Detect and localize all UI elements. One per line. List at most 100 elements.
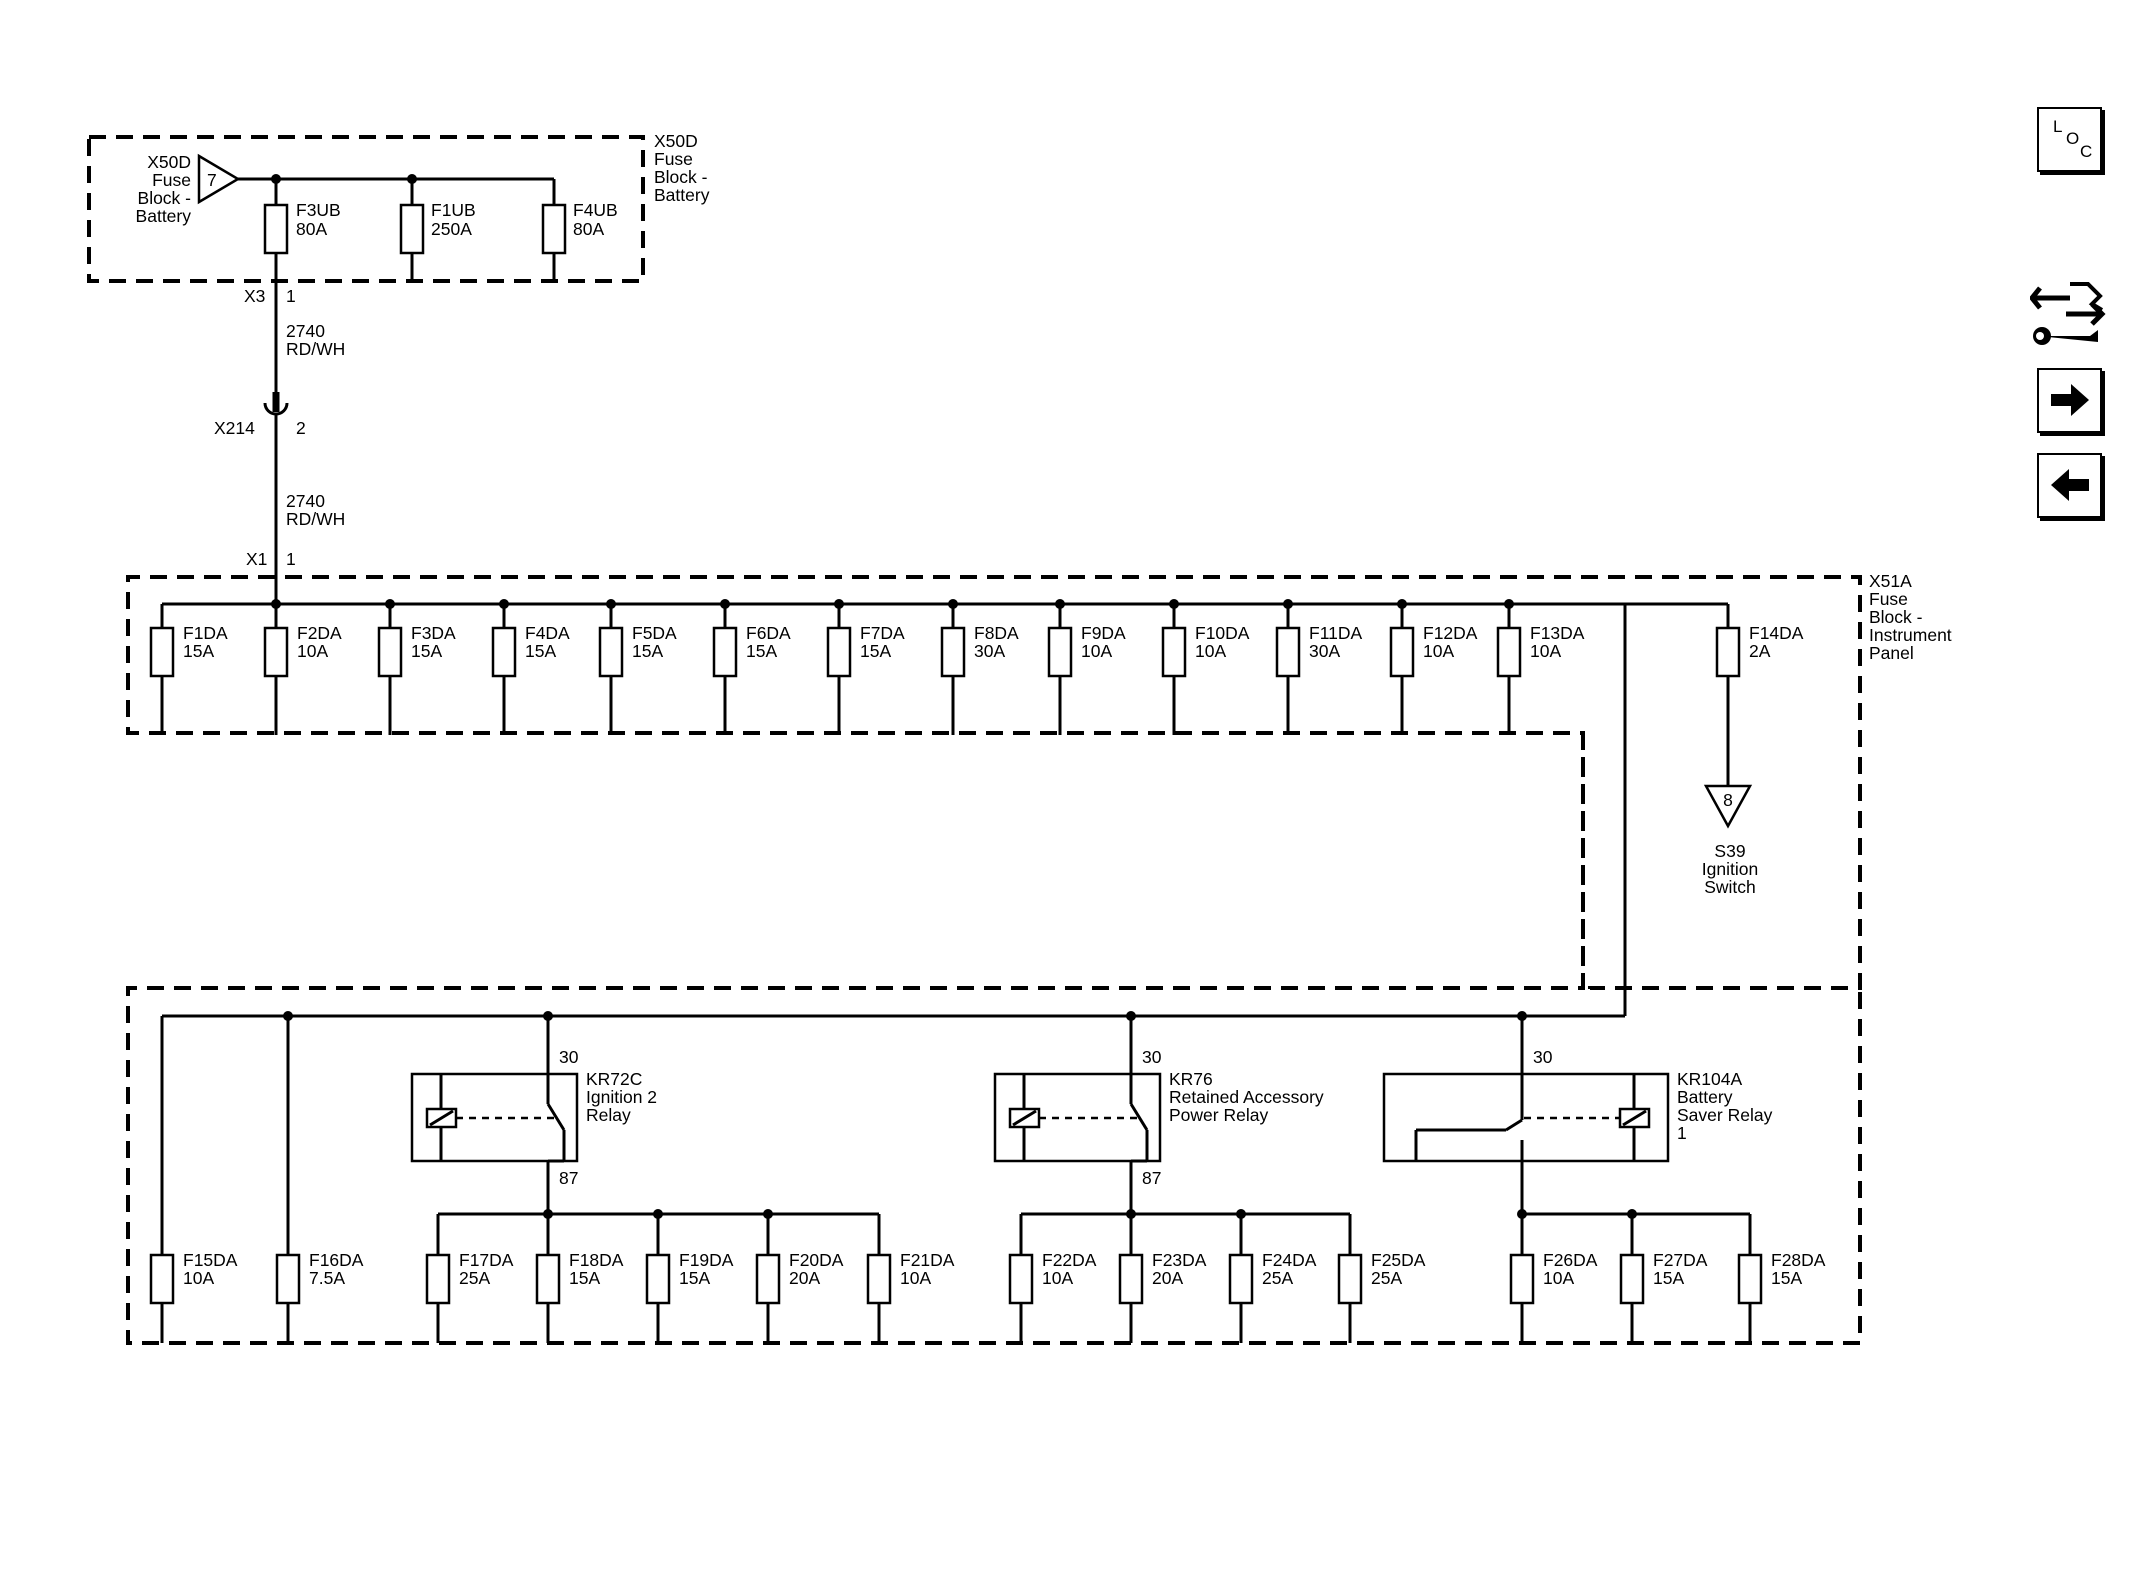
wire-2-color: RD/WH	[286, 509, 345, 529]
fuse-f28da-rating: 15A	[1771, 1268, 1802, 1288]
fuse-f1da-name: F1DA	[183, 623, 228, 643]
fuse-f21da	[866, 1253, 892, 1305]
fuse-f12da	[1389, 626, 1415, 678]
x50d-left-line4: Battery	[136, 206, 192, 226]
x50d-right-line1: X50D	[654, 131, 698, 151]
relay-kr76-id: KR76	[1169, 1069, 1213, 1089]
x51a-lower-outline	[126, 733, 1862, 1345]
fuse-f19da-name: F19DA	[679, 1250, 734, 1270]
relay-kr76-desc1: Retained Accessory	[1169, 1087, 1324, 1107]
x50d-right-line4: Battery	[654, 185, 710, 205]
fuse-f2da-rating: 10A	[297, 641, 328, 661]
fuse-f10da-rating: 10A	[1195, 641, 1226, 661]
x50d-pin-label: 7	[207, 170, 217, 190]
arrow-right-icon	[2051, 384, 2089, 416]
previous-page-button[interactable]	[2037, 453, 2102, 518]
relay-kr72c-desc1: Ignition 2	[586, 1087, 657, 1107]
fuse-f11da	[1275, 626, 1301, 678]
fuse-f9da	[1047, 626, 1073, 678]
x214-pin-label: 2	[296, 418, 306, 438]
fuse-f3da-name: F3DA	[411, 623, 456, 643]
fuse-f13da-rating: 10A	[1530, 641, 1561, 661]
fuse-f1da	[149, 626, 175, 678]
next-page-button[interactable]	[2037, 368, 2102, 433]
fuse-f24da-name: F24DA	[1262, 1250, 1317, 1270]
relay-kr72c-id: KR72C	[586, 1069, 642, 1089]
x51a-line5: Panel	[1869, 643, 1914, 663]
x51a-fuse-block-outline	[126, 575, 1862, 990]
relay-kr76-pin87: 87	[1142, 1168, 1161, 1188]
x214-connector-label: X214	[214, 418, 255, 438]
fuse-f20da-name: F20DA	[789, 1250, 844, 1270]
fuse-f4da-rating: 15A	[525, 641, 556, 661]
fuse-f23da-name: F23DA	[1152, 1250, 1207, 1270]
relay-kr104a-pin30: 30	[1533, 1047, 1553, 1067]
fuse-f1da-rating: 15A	[183, 641, 214, 661]
x51a-line2: Fuse	[1869, 589, 1908, 609]
fuse-f7da-name: F7DA	[860, 623, 905, 643]
fuse-f27da-name: F27DA	[1653, 1250, 1708, 1270]
relay-kr72c-desc2: Relay	[586, 1105, 631, 1125]
fuse-f14da-rating: 2A	[1749, 641, 1771, 661]
relay-kr76-pin30: 30	[1142, 1047, 1162, 1067]
fuse-f17da-rating: 25A	[459, 1268, 490, 1288]
relay-kr104a-desc1: Battery	[1677, 1087, 1733, 1107]
relay-kr104a-id: KR104A	[1677, 1069, 1743, 1089]
fuse-f14da-name: F14DA	[1749, 623, 1804, 643]
fuse-f6da-rating: 15A	[746, 641, 777, 661]
fuse-f27da-rating: 15A	[1653, 1268, 1684, 1288]
fuse-f3da-rating: 15A	[411, 641, 442, 661]
arrow-left-icon	[2051, 469, 2089, 501]
loc-letter-c: C	[2080, 142, 2093, 161]
loc-letter-l: L	[2053, 117, 2063, 136]
fuse-f16da-rating: 7.5A	[309, 1268, 345, 1288]
fuse-f23da-rating: 20A	[1152, 1268, 1183, 1288]
fuse-f16da	[275, 1253, 301, 1305]
fuse-f13da	[1496, 626, 1522, 678]
fuse-f13da-name: F13DA	[1530, 623, 1585, 643]
s39-connector-triangle	[1703, 784, 1753, 829]
fuse-f24da	[1228, 1253, 1254, 1305]
fuse-f9da-name: F9DA	[1081, 623, 1126, 643]
fuse-f21da-rating: 10A	[900, 1268, 931, 1288]
fuse-f19da	[645, 1253, 671, 1305]
relay-kr72c	[410, 1072, 579, 1163]
fuse-f26da-name: F26DA	[1543, 1250, 1598, 1270]
x214-connector-symbol	[263, 402, 289, 416]
fuse-f5da-rating: 15A	[632, 641, 663, 661]
fuse-f5da-name: F5DA	[632, 623, 677, 643]
fuse-f8da-name: F8DA	[974, 623, 1019, 643]
fuse-f2da-name: F2DA	[297, 623, 342, 643]
fuse-f19da-rating: 15A	[679, 1268, 710, 1288]
x51a-line4: Instrument	[1869, 625, 1952, 645]
x51a-line3: Block -	[1869, 607, 1923, 627]
x50d-left-line1: X50D	[147, 152, 191, 172]
fuse-f11da-name: F11DA	[1309, 623, 1362, 643]
fuse-f23da	[1118, 1253, 1144, 1305]
x1-connector-label: X1	[246, 549, 267, 569]
fuse-f15da-rating: 10A	[183, 1268, 214, 1288]
relay-kr104a-desc3: 1	[1677, 1123, 1687, 1143]
fuse-f28da	[1737, 1253, 1763, 1305]
fuse-f4ub-name: F4UB	[573, 200, 618, 220]
fuse-f20da-rating: 20A	[789, 1268, 820, 1288]
s39-pin-label: 8	[1723, 790, 1733, 810]
x50d-left-line3: Block -	[138, 188, 192, 208]
wire-2-circuit: 2740	[286, 491, 325, 511]
fuse-f7da-rating: 15A	[860, 641, 891, 661]
fuse-f6da	[712, 626, 738, 678]
location-view-button[interactable]: L O C	[2037, 107, 2102, 172]
fuse-f6da-name: F6DA	[746, 623, 791, 643]
fuse-f3ub-rating: 80A	[296, 219, 327, 239]
fuse-f24da-rating: 25A	[1262, 1268, 1293, 1288]
fuse-f27da	[1619, 1253, 1645, 1305]
fuse-f22da-name: F22DA	[1042, 1250, 1097, 1270]
relay-kr76-desc2: Power Relay	[1169, 1105, 1268, 1125]
fuse-f20da	[755, 1253, 781, 1305]
connector-diagnostic-icon[interactable]	[2028, 274, 2106, 350]
fuse-f25da-rating: 25A	[1371, 1268, 1402, 1288]
fuse-f28da-name: F28DA	[1771, 1250, 1826, 1270]
fuse-f22da	[1008, 1253, 1034, 1305]
fuse-f9da-rating: 10A	[1081, 641, 1112, 661]
